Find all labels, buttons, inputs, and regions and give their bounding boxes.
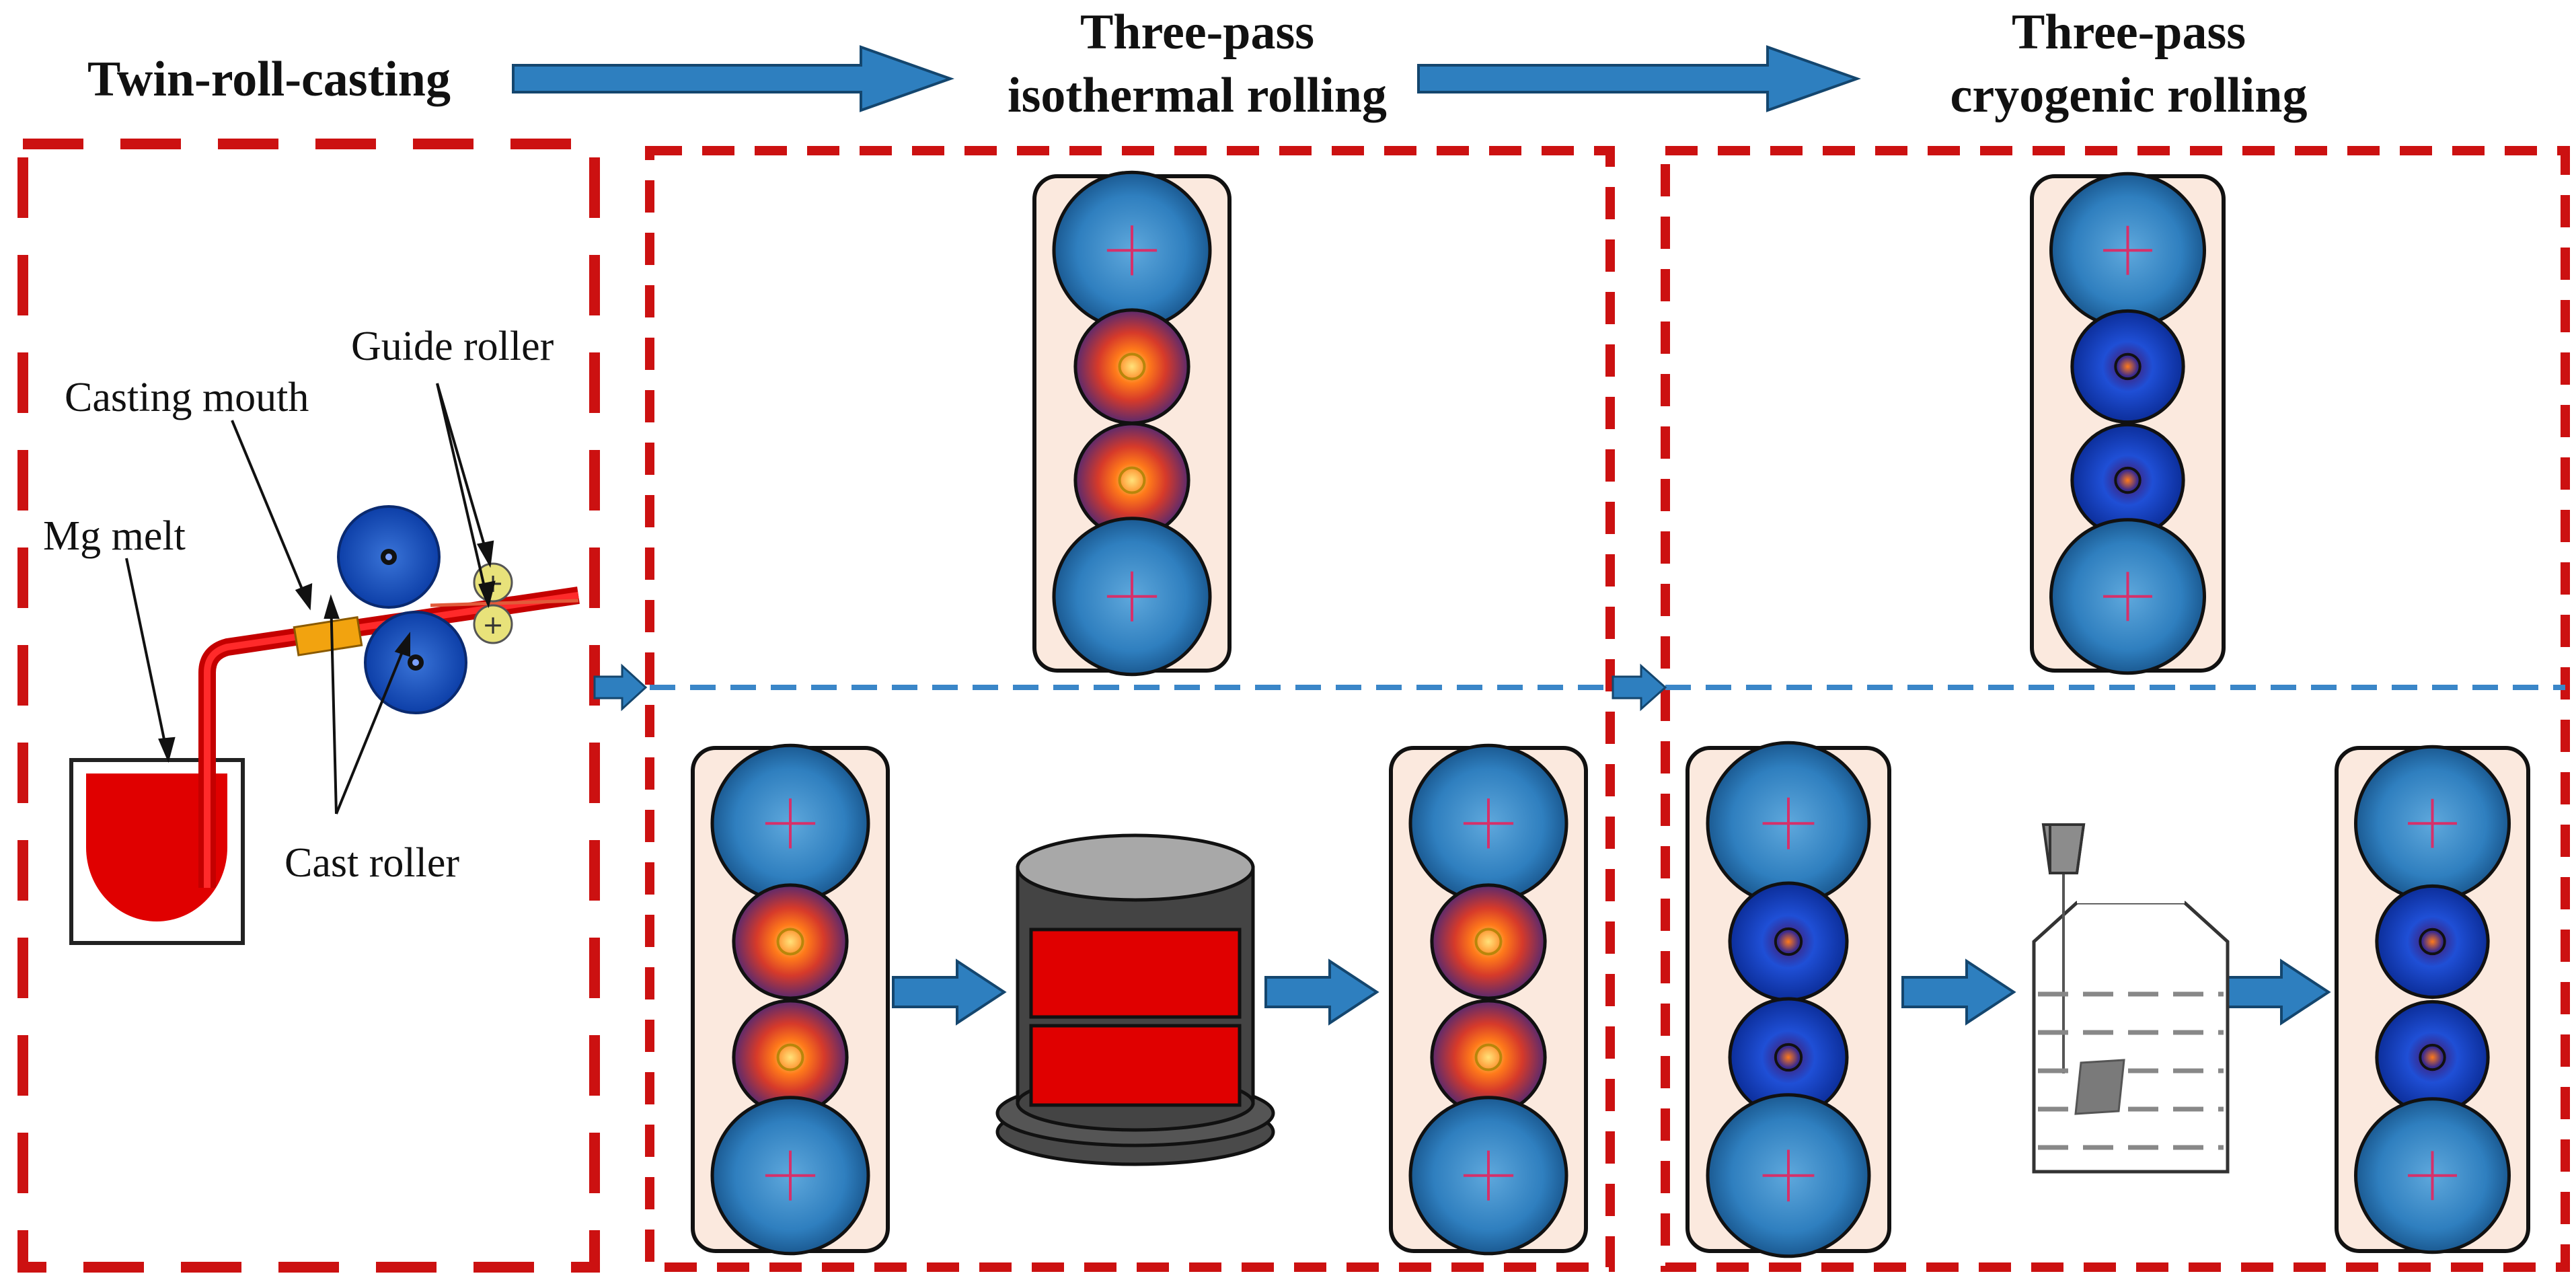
rolling-stands-layer [691,170,2530,1258]
feed-arrow-2 [1612,663,1667,712]
cryogenic-stand-main [2030,172,2226,675]
guide-roller-bottom [473,604,513,644]
cast-strip [430,599,579,607]
casting-mouth-label: Casting mouth [65,375,309,420]
guide-roller-label: Guide roller [351,324,554,369]
dewar-icon [2032,823,2230,1174]
casting-apparatus: + + [69,505,580,945]
cryogenic-stand-left [1685,741,1891,1258]
casting-mouth-nozzle [293,616,363,656]
cryogenic-stage-title-line2: cryogenic rolling [1950,68,2308,123]
process-arrow-1 [512,45,955,112]
isothermal-arrow-to-furnace [892,958,1007,1026]
cryogenic-stage-title-line1: Three-pass [2011,5,2246,60]
isothermal-stand-right [1389,743,1588,1256]
process-arrow-2 [1417,45,1862,112]
mg-melt-label: Mg melt [43,513,186,559]
work-roll [2070,309,2185,424]
work-roll [732,883,849,1000]
cryogenic-stand-right [2335,745,2530,1254]
work-roll [1728,881,1849,1002]
cast-roller-label: Cast roller [285,840,459,886]
casting-stage-title: Twin-roll-casting [87,52,451,107]
feed-arrow-1 [593,663,648,712]
isothermal-arrow-from-furnace [1264,958,1379,1026]
furnace-icon [995,833,1275,1166]
work-roll [1073,308,1190,425]
svg-text:+: + [482,610,504,640]
isothermal-stage-title-line2: isothermal rolling [1008,68,1387,123]
isothermal-panel-border [645,146,1615,1272]
isothermal-stand-left [691,743,890,1256]
annotation-pointers [125,383,496,815]
isothermal-stand-main [1032,170,1232,677]
work-roll [2375,884,2490,999]
isothermal-stage-title-line1: Three-pass [1079,5,1315,60]
cryogenic-arrow-to-dewar [1901,958,2016,1026]
work-roll [1430,883,1547,1000]
cryogenic-panel-border [1661,146,2570,1272]
cryogenic-arrow-from-dewar [2216,958,2331,1026]
mg-melt-pool [86,773,227,921]
casting-panel-border [17,139,600,1273]
work-roll [2375,999,2490,1115]
